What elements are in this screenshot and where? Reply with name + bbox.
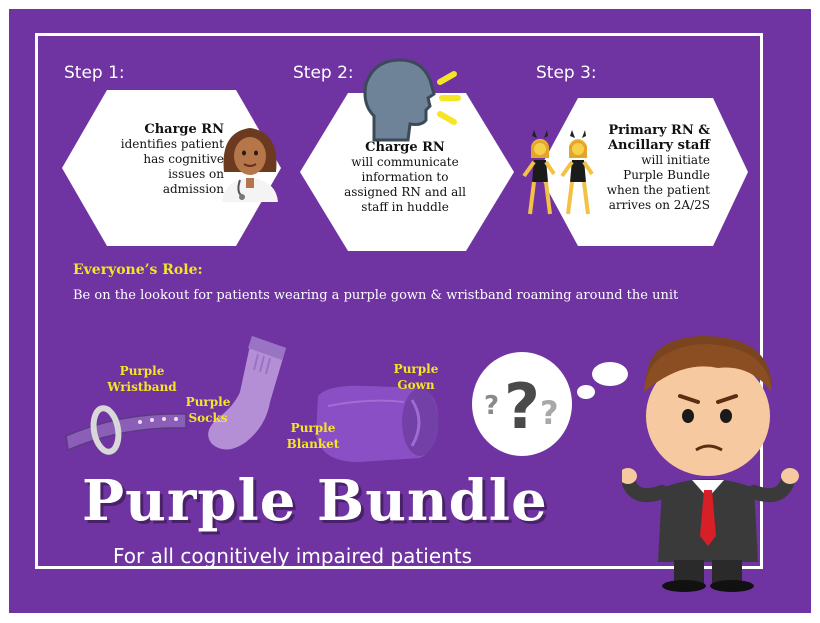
dancers-icon <box>522 130 594 215</box>
gown-label: Purple Gown <box>385 361 447 393</box>
step-2-line-2: information to <box>361 170 449 184</box>
page-subtitle: For all cognitively impaired patients <box>113 544 473 568</box>
blanket-label-line-1: Purple <box>290 421 336 435</box>
step-3-line-1: will initiate <box>641 153 710 167</box>
step-2-hexagon <box>300 93 514 251</box>
step-1-hexagon <box>62 90 281 246</box>
step-1-line-4: admission <box>162 182 224 196</box>
role-title: Everyone’s Role: <box>73 262 203 278</box>
step-3-text: Primary RN & Ancillary staff will initia… <box>592 123 710 213</box>
confused-man-icon <box>622 336 799 592</box>
gown-label-line-2: Gown <box>397 378 435 392</box>
socks-label-line-2: Socks <box>188 411 228 425</box>
svg-text:?: ? <box>540 394 559 432</box>
role-text: Be on the lookout for patients wearing a… <box>73 288 679 303</box>
step-3-label: Step 3: <box>536 63 597 83</box>
step-1-text: Charge RN identifies patient has cogniti… <box>106 122 224 197</box>
gown-label-line-1: Purple <box>393 362 439 376</box>
step-3-title: Primary RN & <box>608 123 710 138</box>
step-1-line-1: identifies patient <box>120 137 224 151</box>
step-3-title-2: Ancillary staff <box>607 138 710 153</box>
step-2-label: Step 2: <box>293 63 354 83</box>
wristband-label-line-1: Purple <box>119 364 165 378</box>
wristband-icon <box>65 405 187 455</box>
nurse-icon <box>222 128 278 202</box>
step-3-line-2: Purple Bundle <box>623 168 710 182</box>
step-1-line-3: issues on <box>168 167 224 181</box>
socks-label: Purple Socks <box>182 394 234 426</box>
step-2-title: Charge RN <box>365 140 445 155</box>
blanket-icon <box>316 385 439 462</box>
step-2-line-1: will communicate <box>351 155 459 169</box>
poster-frame <box>35 33 763 569</box>
wristband-label: Purple Wristband <box>100 363 184 395</box>
question-bubble-icon: ? ? ? <box>472 352 628 456</box>
page-title: Purple Bundle <box>82 468 548 534</box>
svg-text:?: ? <box>504 370 540 443</box>
socks-label-line-1: Purple <box>185 395 231 409</box>
blanket-label: Purple Blanket <box>282 420 344 452</box>
step-3-line-4: arrives on 2A/2S <box>608 198 710 212</box>
step-1-title: Charge RN <box>144 122 224 137</box>
wristband-label-line-2: Wristband <box>107 380 177 394</box>
speaking-head-icon <box>363 58 461 142</box>
step-3-hexagon <box>538 98 748 246</box>
step-1-label: Step 1: <box>64 63 125 83</box>
step-2-line-3: assigned RN and all <box>344 185 466 199</box>
step-2-line-4: staff in huddle <box>361 200 449 214</box>
svg-text:?: ? <box>484 391 499 421</box>
step-2-text: Charge RN will communicate information t… <box>330 140 480 215</box>
step-3-line-3: when the patient <box>606 183 710 197</box>
step-1-line-2: has cognitive <box>143 152 224 166</box>
sock-icon <box>208 336 286 450</box>
blanket-label-line-2: Blanket <box>286 437 340 451</box>
